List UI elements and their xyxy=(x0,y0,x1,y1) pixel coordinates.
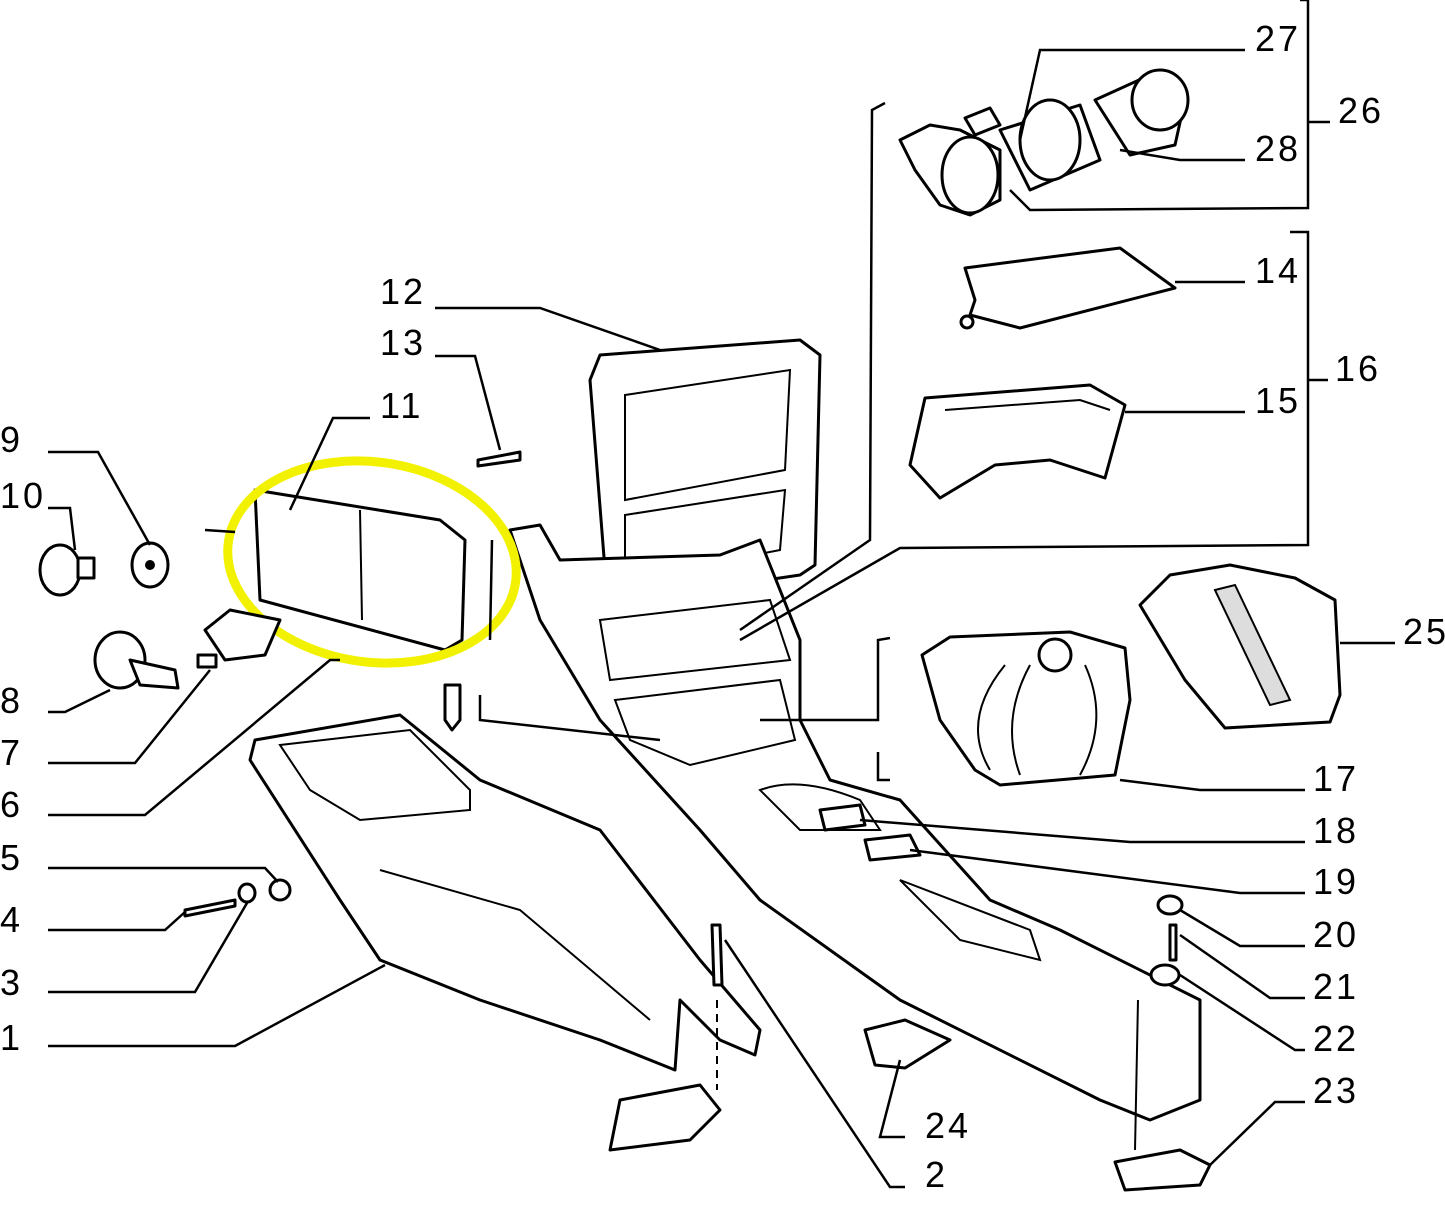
callout-11: 11 xyxy=(380,385,423,426)
callout-13: 13 xyxy=(380,322,426,363)
callout-21: 21 xyxy=(1313,966,1359,1007)
callout-6: 6 xyxy=(0,784,23,825)
cigar-lighter-assembly xyxy=(898,68,1190,217)
part-11-side-panel xyxy=(253,488,467,652)
callout-28: 28 xyxy=(1255,128,1301,169)
callout-23: 23 xyxy=(1313,1070,1359,1111)
part-1-lower-console xyxy=(248,713,762,1072)
callout-8: 8 xyxy=(0,680,23,721)
callout-4: 4 xyxy=(0,899,23,940)
callout-24: 24 xyxy=(925,1105,971,1146)
small-fasteners xyxy=(38,450,1212,1192)
callout-1: 1 xyxy=(0,1017,23,1058)
callout-7: 7 xyxy=(0,732,23,773)
callout-3: 3 xyxy=(0,962,23,1003)
callout-22: 22 xyxy=(1313,1018,1359,1059)
callout-10: 10 xyxy=(0,475,46,516)
highlight-circle xyxy=(223,456,521,668)
callout-2: 2 xyxy=(925,1154,948,1195)
callout-15: 15 xyxy=(1255,380,1301,421)
callout-26: 26 xyxy=(1338,90,1384,131)
part-17-shifter-boot xyxy=(920,630,1132,787)
callout-18: 18 xyxy=(1313,810,1359,851)
callout-19: 19 xyxy=(1313,861,1359,902)
callout-5: 5 xyxy=(0,837,23,878)
callout-labels: 1 2 3 4 5 6 7 8 9 10 11 12 13 14 15 16 1… xyxy=(0,18,1445,1195)
callout-12: 12 xyxy=(380,271,426,312)
callout-27: 27 xyxy=(1255,18,1301,59)
part-15-ashtray xyxy=(908,383,1127,500)
leader-lines xyxy=(48,0,1395,1189)
part-14-lid xyxy=(963,246,1177,330)
part-25-auto-shifter-cover xyxy=(1138,563,1342,730)
callout-25: 25 xyxy=(1403,611,1445,652)
callout-16: 16 xyxy=(1335,348,1381,389)
callout-17: 17 xyxy=(1313,758,1359,799)
callout-20: 20 xyxy=(1313,914,1359,955)
callout-14: 14 xyxy=(1255,250,1301,291)
callout-9: 9 xyxy=(0,419,23,460)
